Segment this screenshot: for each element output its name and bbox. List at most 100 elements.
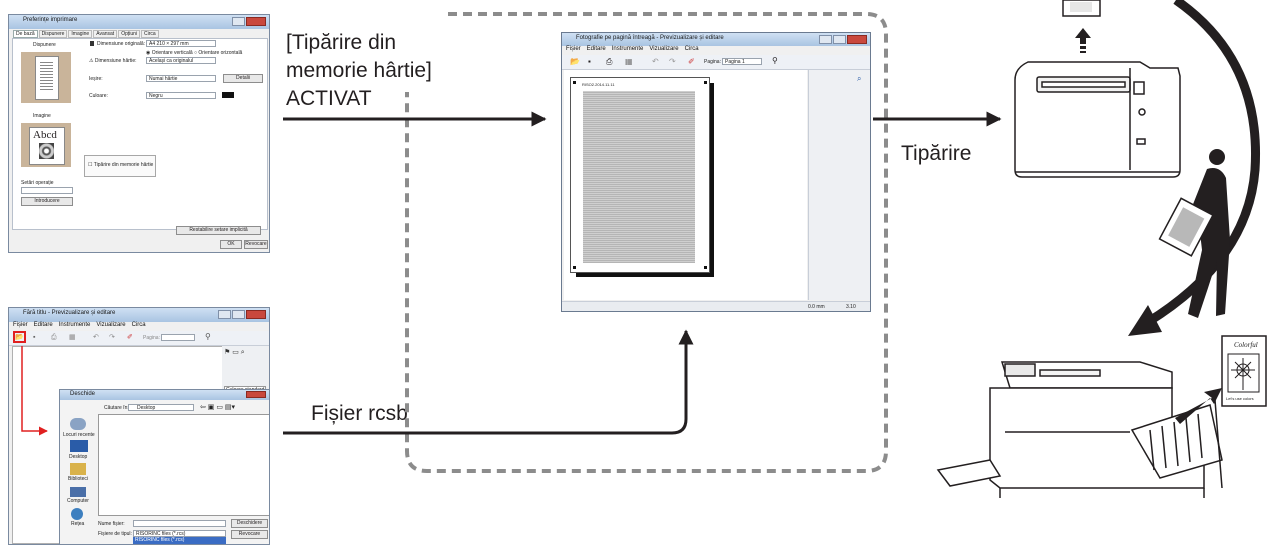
- open-icon[interactable]: 📂: [570, 57, 580, 66]
- filename-field[interactable]: [133, 520, 226, 527]
- pin-icon[interactable]: ⚲: [205, 332, 211, 341]
- ok-button[interactable]: OK: [220, 240, 242, 249]
- job-settings-select[interactable]: [21, 187, 73, 194]
- color-label: Culoare:: [89, 93, 108, 99]
- print-icon[interactable]: ⎙: [51, 334, 57, 341]
- menu-view[interactable]: Vizualizare: [649, 46, 679, 52]
- menu-edit[interactable]: Editare: [33, 322, 53, 328]
- minimize-button[interactable]: [819, 35, 832, 44]
- side-tools-icons[interactable]: ⚑ ▭ ⌕: [224, 349, 245, 356]
- recent-places-icon[interactable]: [70, 418, 86, 430]
- document-icon: [90, 41, 94, 46]
- close-button[interactable]: [246, 310, 266, 319]
- redo-icon[interactable]: ↷: [669, 57, 676, 66]
- pin-icon[interactable]: ⚲: [772, 56, 778, 65]
- job-settings-label: Setări operație: [21, 180, 54, 186]
- close-button[interactable]: [847, 35, 867, 44]
- menu-about[interactable]: Circa: [684, 46, 699, 52]
- menu-file[interactable]: Fișier: [13, 322, 28, 328]
- menu-about[interactable]: Circa: [131, 322, 146, 328]
- menu-tools[interactable]: Instrumente: [611, 46, 644, 52]
- orientation-vertical-radio[interactable]: ◉ Orientare verticală: [146, 50, 193, 56]
- network-icon[interactable]: [71, 508, 83, 520]
- preview-toolbar: 📂 ▪ ⎙ ▦ ↶ ↷ ✐ Pagina: Pagina 1 ⚲: [562, 55, 870, 70]
- place-computer[interactable]: Computer: [67, 498, 89, 504]
- tab-advanced[interactable]: Avansat: [93, 30, 118, 38]
- maximize-button[interactable]: [833, 35, 846, 44]
- look-in-select[interactable]: Desktop: [128, 404, 194, 411]
- file-window-titlebar: Fără titlu - Previzualizare și editare: [9, 308, 269, 322]
- page-layout-icon[interactable]: ▦: [625, 57, 633, 66]
- driver-tabs: De bază Dispunere Imagine Avansat Opțiun…: [13, 30, 159, 38]
- carried-paper: [1158, 197, 1214, 257]
- memory-print-label-line3: ACTIVAT: [286, 87, 372, 110]
- up-arrow-icon: [1075, 28, 1091, 38]
- tab-layout[interactable]: Dispunere: [38, 30, 68, 38]
- preview-title: Fotografie pe pagină întreagă - Previzua…: [576, 35, 724, 41]
- output-arrow: [1175, 388, 1222, 424]
- file-window-toolbar: 📂 ▪ ⎙ ▦ ↶ ↷ ✐ Pagina: ⚲: [9, 331, 269, 346]
- undo-icon[interactable]: ↶: [93, 334, 99, 341]
- open-folder-icon-highlight[interactable]: 📂: [13, 331, 26, 343]
- dialog-cancel-button[interactable]: Revocare: [231, 530, 268, 539]
- preview-statusbar: 0.0 mm 3.10: [562, 301, 870, 311]
- restore-defaults-button[interactable]: Restabilire setare implicită: [176, 226, 261, 235]
- place-desktop[interactable]: Desktop: [69, 454, 88, 460]
- nav-icons[interactable]: ⇦ ▣ ▭ ▤▾: [200, 404, 236, 411]
- menu-edit[interactable]: Editare: [586, 46, 606, 52]
- memory-print-label-line1: [Tipărire din: [286, 31, 397, 54]
- tab-image[interactable]: Imagine: [68, 30, 93, 38]
- print-icon[interactable]: ⎙: [606, 57, 613, 66]
- printer-driver-window: Preferințe imprimare De bază Dispunere I…: [8, 14, 270, 253]
- save-icon[interactable]: ▪: [588, 57, 591, 66]
- tab-basic[interactable]: De bază: [13, 30, 38, 38]
- place-libraries[interactable]: Biblioteci: [68, 476, 89, 482]
- color-select[interactable]: Negru: [146, 92, 216, 99]
- libraries-icon[interactable]: [70, 463, 86, 475]
- menu-file[interactable]: Fișier: [566, 46, 581, 52]
- maximize-button[interactable]: [232, 310, 245, 319]
- save-icon[interactable]: ▪: [33, 334, 36, 341]
- page-layout-icon[interactable]: ▦: [69, 334, 76, 341]
- original-size-select[interactable]: A4 210 × 297 mm: [146, 40, 216, 47]
- preview-canvas: RISO2.2014.11.11: [564, 70, 807, 300]
- poster-caption: Let's use colors: [1226, 396, 1254, 401]
- filetype-option[interactable]: RISORINC files (*.rcs): [133, 537, 226, 544]
- menu-view[interactable]: Vizualizare: [96, 322, 126, 328]
- input-button[interactable]: Introducere: [21, 197, 73, 206]
- computer-icon[interactable]: [70, 487, 86, 497]
- eraser-icon[interactable]: ✐: [688, 57, 695, 66]
- page-select[interactable]: Pagina 1: [722, 58, 762, 65]
- output-select[interactable]: Numai hârtie: [146, 75, 216, 82]
- poster-title: Colorful: [1234, 341, 1258, 349]
- zoom-icon[interactable]: ⌕: [857, 74, 862, 83]
- close-button[interactable]: [246, 391, 266, 398]
- page-select[interactable]: [161, 334, 195, 341]
- redo-icon[interactable]: ↷: [109, 334, 115, 341]
- output-label: Ieșire:: [89, 76, 103, 82]
- minimize-button[interactable]: [232, 17, 245, 26]
- orientation-horizontal-radio[interactable]: ○ Orientare orizontală: [194, 50, 243, 56]
- tab-about[interactable]: Circa: [141, 30, 159, 38]
- minimize-button[interactable]: [218, 310, 231, 319]
- corner-mark: [704, 81, 707, 84]
- paper-size-select[interactable]: Același ca originalul: [146, 57, 216, 64]
- details-button[interactable]: Detalii: [223, 74, 263, 83]
- memory-print-checkbox[interactable]: ☐ Tipărire din memorie hârtie: [88, 162, 154, 168]
- undo-icon[interactable]: ↶: [652, 57, 659, 66]
- filetype-label: Fișiere de tipul:: [98, 531, 132, 537]
- place-network[interactable]: Rețea: [71, 521, 85, 527]
- desktop-icon[interactable]: [70, 440, 88, 452]
- cancel-button[interactable]: Revocare: [244, 240, 268, 249]
- file-window-title: Fără titlu - Previzualizare și editare: [23, 310, 116, 316]
- open-button[interactable]: Deschidere: [231, 519, 268, 528]
- filetype-select[interactable]: RISORINC files (*.rcs): [133, 530, 226, 537]
- status-value: 3.10: [846, 304, 856, 310]
- place-recent[interactable]: Locuri recente: [63, 432, 95, 438]
- tab-options[interactable]: Opțiuni: [118, 30, 141, 38]
- close-button[interactable]: [246, 17, 266, 26]
- menu-tools[interactable]: Instrumente: [58, 322, 91, 328]
- eraser-icon[interactable]: ✐: [127, 334, 133, 341]
- open-highlight-connector: [21, 346, 48, 436]
- file-list[interactable]: [98, 414, 269, 516]
